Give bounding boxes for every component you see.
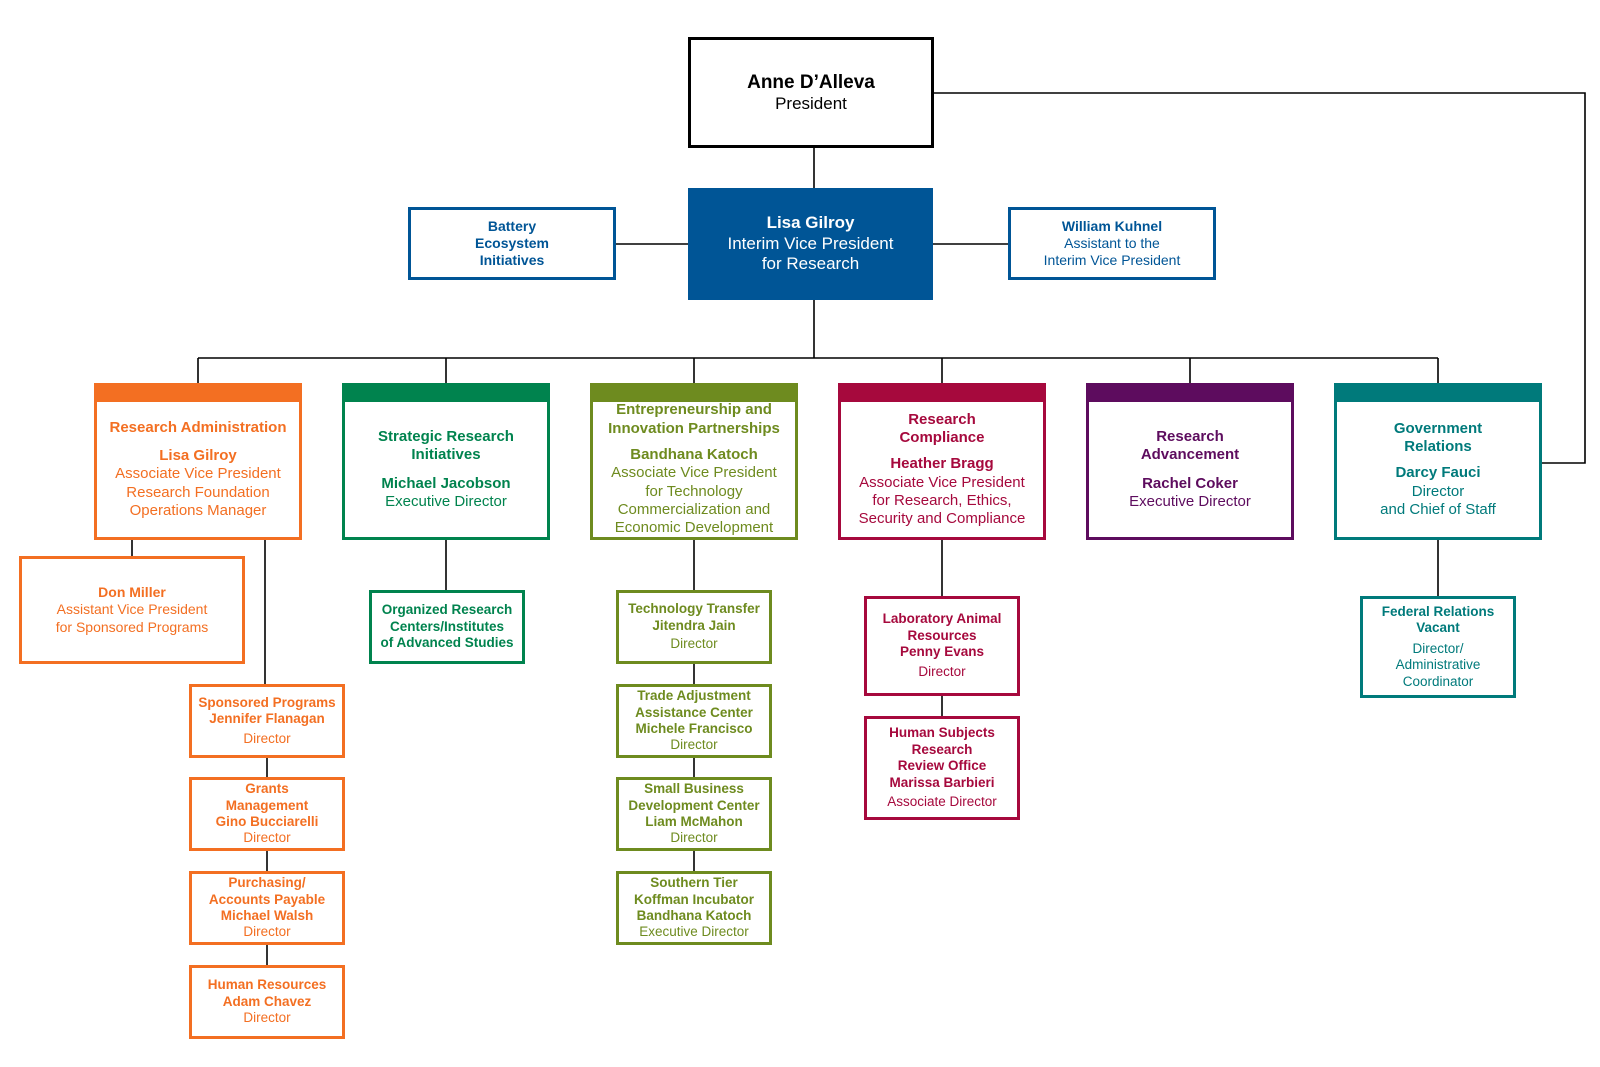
research-administration-box: Research Administration Lisa Gilroy Asso…: [94, 383, 302, 540]
unit-name: Sponsored Programs Jennifer Flanagan: [198, 694, 336, 727]
unit-name: Laboratory Animal Resources Penny Evans: [882, 611, 1002, 659]
division-head-name: Darcy Fauci: [1395, 464, 1481, 482]
grants-management-box: Grants Management Gino Bucciarelli Direc…: [189, 777, 345, 851]
koffman-incubator-box: Southern Tier Koffman Incubator Bandhana…: [616, 871, 772, 945]
division-unit: Research Advancement: [1140, 427, 1240, 464]
unit-title: Director: [670, 636, 718, 652]
president-name: Anne D’Alleva: [747, 71, 875, 93]
unit-title: Director: [243, 830, 291, 846]
purchasing-box: Purchasing/ Accounts Payable Michael Wal…: [189, 871, 345, 945]
division-head-name: Rachel Coker: [1142, 474, 1238, 492]
assistant-title: Assistant to the Interim Vice President: [1043, 234, 1181, 269]
division-head-title: Executive Director: [385, 492, 507, 510]
unit-name: Human Subjects Research Review Office Ma…: [889, 725, 995, 790]
unit-name: Don Miller: [98, 584, 166, 601]
division-head-title: Associate Vice President for Research, E…: [858, 473, 1026, 528]
division-head-title: Associate Vice President for Technology …: [611, 464, 777, 537]
division-head-title: Associate Vice President Research Founda…: [115, 465, 281, 519]
division-unit: Research Compliance: [899, 410, 985, 446]
research-compliance-box: Research Compliance Heather Bragg Associ…: [838, 383, 1046, 540]
unit-name: Grants Management Gino Bucciarelli: [215, 781, 319, 829]
vpr-title: Interim Vice President for Research: [727, 233, 894, 274]
assistant-name: William Kuhnel: [1061, 217, 1163, 234]
unit-name: Purchasing/ Accounts Payable Michael Wal…: [208, 875, 326, 923]
federal-relations-box: Federal Relations Vacant Director/ Admin…: [1360, 596, 1516, 698]
president-title: President: [775, 93, 847, 113]
division-head-name: Lisa Gilroy: [159, 447, 237, 465]
division-head-name: Michael Jacobson: [381, 474, 511, 492]
interim-vpr-box: Lisa Gilroy Interim Vice President for R…: [688, 188, 933, 300]
laboratory-animal-box: Laboratory Animal Resources Penny Evans …: [864, 596, 1020, 696]
trade-adjustment-box: Trade Adjustment Assistance Center Miche…: [616, 684, 772, 758]
don-miller-box: Don Miller Assistant Vice President for …: [19, 556, 245, 664]
division-unit: Entrepreneurship and Innovation Partners…: [608, 401, 780, 437]
unit-name: Technology Transfer Jitendra Jain: [628, 601, 760, 633]
division-head-name: Heather Bragg: [890, 455, 994, 473]
human-resources-box: Human Resources Adam Chavez Director: [189, 965, 345, 1039]
unit-title: Director/ Administrative Coordinator: [1395, 640, 1481, 689]
unit-name: Organized Research Centers/Institutes of…: [380, 602, 514, 651]
strategic-research-box: Strategic Research Initiatives Michael J…: [342, 383, 550, 540]
vpr-name: Lisa Gilroy: [766, 212, 855, 232]
unit-title: Director: [918, 664, 966, 680]
unit-title: Director: [243, 924, 291, 940]
technology-transfer-box: Technology Transfer Jitendra Jain Direct…: [616, 590, 772, 664]
organized-research-box: Organized Research Centers/Institutes of…: [369, 590, 525, 664]
unit-name: Federal Relations Vacant: [1381, 603, 1495, 636]
government-relations-box: Government Relations Darcy Fauci Directo…: [1334, 383, 1542, 540]
division-head-title: Director and Chief of Staff: [1380, 482, 1496, 518]
unit-title: Assistant Vice President for Sponsored P…: [55, 601, 209, 635]
division-unit: Research Administration: [109, 418, 287, 436]
unit-name: Trade Adjustment Assistance Center Miche…: [635, 688, 753, 736]
division-head-name: Bandhana Katoch: [630, 446, 758, 464]
unit-title: Director: [243, 1010, 291, 1026]
division-unit: Strategic Research Initiatives: [378, 427, 514, 464]
division-unit: Government Relations: [1393, 419, 1483, 456]
human-subjects-box: Human Subjects Research Review Office Ma…: [864, 716, 1020, 820]
connector: [934, 92, 1586, 464]
unit-name: Southern Tier Koffman Incubator Bandhana…: [634, 875, 754, 923]
small-business-box: Small Business Development Center Liam M…: [616, 777, 772, 851]
unit-title: Director: [670, 737, 718, 753]
assistant-box: William Kuhnel Assistant to the Interim …: [1008, 207, 1216, 280]
unit-title: Executive Director: [639, 924, 749, 940]
unit-title: Director: [243, 730, 291, 746]
entrepreneurship-box: Entrepreneurship and Innovation Partners…: [590, 383, 798, 540]
division-head-title: Executive Director: [1129, 492, 1251, 510]
unit-name: Human Resources Adam Chavez: [207, 977, 327, 1009]
unit-title: Associate Director: [887, 794, 997, 810]
battery-name: Battery Ecosystem Initiatives: [475, 217, 549, 269]
unit-name: Small Business Development Center Liam M…: [628, 781, 760, 829]
research-advancement-box: Research Advancement Rachel Coker Execut…: [1086, 383, 1294, 540]
battery-box: Battery Ecosystem Initiatives: [408, 207, 616, 280]
sponsored-programs-box: Sponsored Programs Jennifer Flanagan Dir…: [189, 684, 345, 758]
president-box: Anne D’Alleva President: [688, 37, 934, 148]
unit-title: Director: [670, 830, 718, 846]
